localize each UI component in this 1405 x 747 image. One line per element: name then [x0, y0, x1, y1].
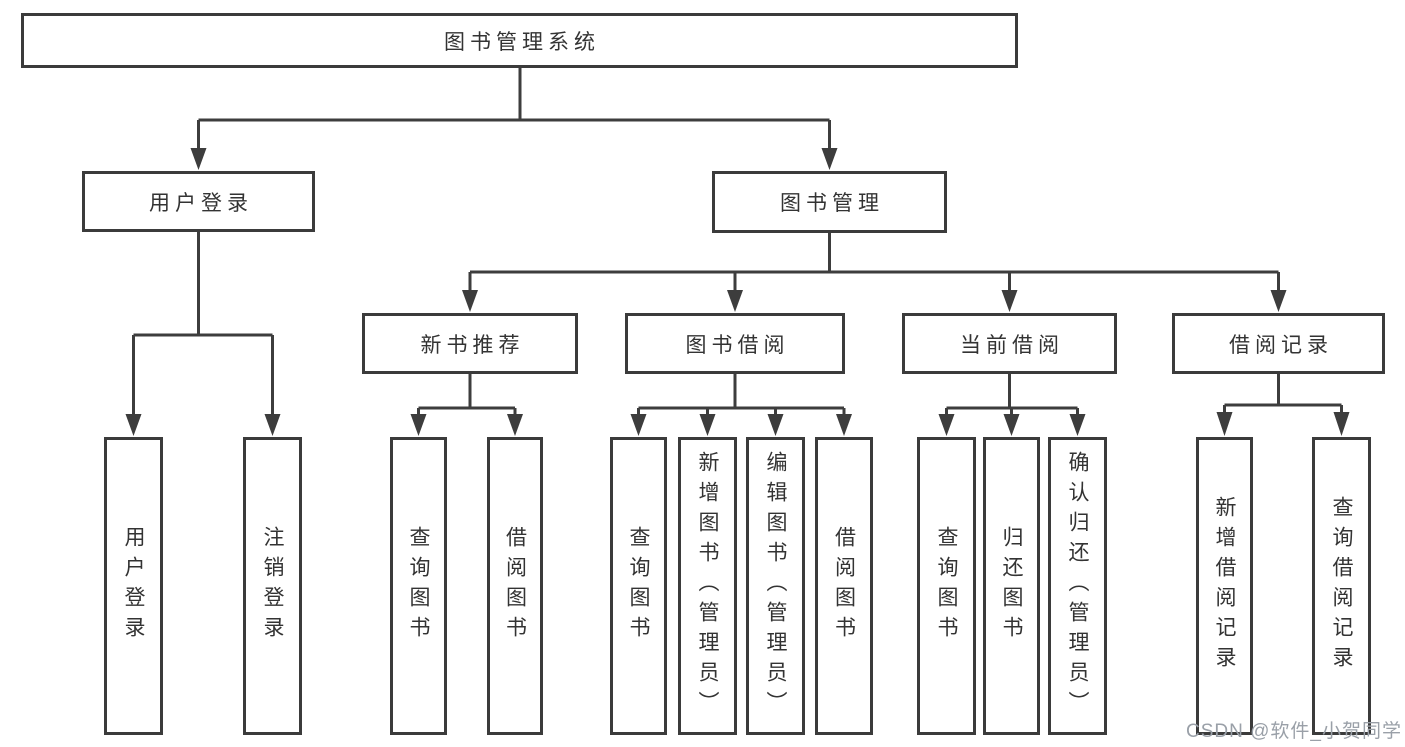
connector-book-mgmt-sections: [462, 233, 1287, 312]
leaf-borrow-add: 新增图书（管理员）: [678, 437, 737, 735]
node-root: 图书管理系统: [21, 13, 1018, 68]
leaf-current-confirm: 确认归还（管理员）: [1048, 437, 1107, 735]
connector-root-to-level1: [190, 68, 838, 170]
leaf-logout: 注销登录: [243, 437, 302, 735]
node-book-mgmt: 图书管理: [712, 171, 947, 233]
leaf-label: 新增图书（管理员）: [696, 451, 719, 721]
leaf-records-query: 查询借阅记录: [1312, 437, 1371, 735]
leaf-label: 查询图书: [407, 526, 430, 646]
node-current: 当前借阅: [902, 313, 1117, 374]
leaf-label: 编辑图书（管理员）: [764, 451, 787, 721]
leaf-borrow-book: 借阅图书: [815, 437, 873, 735]
connector-new-book-children: [410, 374, 523, 436]
csdn-watermark: CSDN @软件_小贺同学: [1186, 721, 1402, 742]
connector-borrow-children: [630, 374, 852, 436]
node-records: 借阅记录: [1172, 313, 1385, 374]
leaf-records-add: 新增借阅记录: [1196, 437, 1253, 735]
leaf-label: 借阅图书: [503, 526, 527, 646]
leaf-current-query: 查询图书: [917, 437, 976, 735]
leaf-borrow-edit: 编辑图书（管理员）: [746, 437, 805, 735]
node-new-book: 新书推荐: [362, 313, 578, 374]
leaf-label: 查询借阅记录: [1330, 496, 1353, 676]
leaf-label: 借阅图书: [832, 526, 856, 646]
node-user-login: 用户登录: [82, 171, 315, 232]
connector-current-children: [938, 374, 1086, 436]
leaf-current-return: 归还图书: [983, 437, 1040, 735]
leaf-label: 确认归还（管理员）: [1066, 451, 1089, 721]
connector-user-login-children: [125, 232, 281, 436]
leaf-label: 归还图书: [1000, 526, 1023, 646]
leaf-user-login: 用户登录: [104, 437, 163, 735]
leaf-new-book-query: 查询图书: [390, 437, 447, 735]
node-borrow: 图书借阅: [625, 313, 845, 374]
leaf-new-book-borrow: 借阅图书: [487, 437, 543, 735]
leaf-label: 注销登录: [261, 526, 284, 646]
leaf-label: 新增借阅记录: [1213, 496, 1236, 676]
leaf-borrow-query: 查询图书: [610, 437, 667, 735]
leaf-label: 查询图书: [935, 526, 958, 646]
leaf-label: 查询图书: [627, 526, 650, 646]
connector-records-children: [1216, 374, 1350, 436]
leaf-label: 用户登录: [122, 526, 145, 646]
